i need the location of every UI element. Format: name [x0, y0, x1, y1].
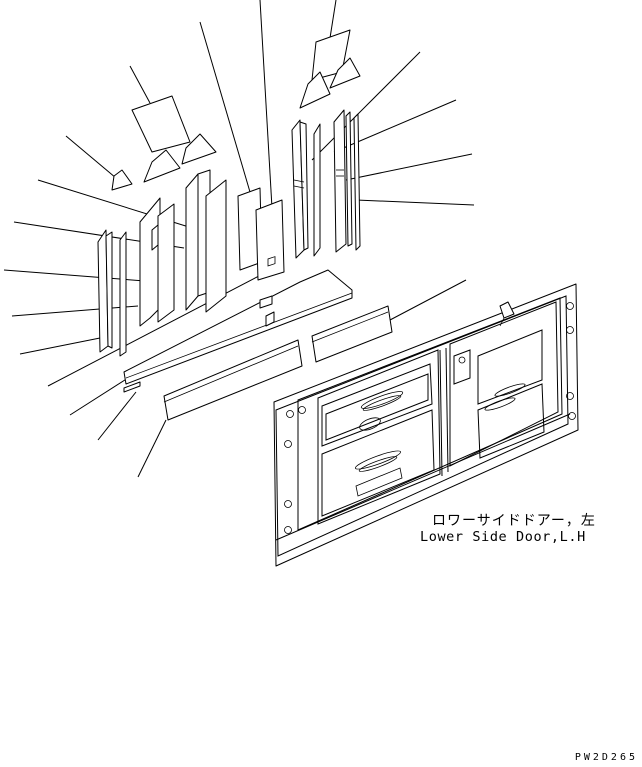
caption-english: Lower Side Door,L.H: [420, 529, 586, 545]
block-pads: [163, 305, 393, 421]
right-latch: [484, 383, 526, 411]
bolt-holes: [284, 302, 576, 534]
flat-pads: [237, 187, 285, 281]
caption-japanese: ロワーサイドドアー，左: [432, 513, 596, 529]
corner-block-set-right: [299, 29, 361, 109]
corner-block-set-left: [111, 95, 217, 191]
vertical-panel-group-left: [97, 169, 227, 357]
upper-latch: [359, 391, 404, 431]
sill-strip: [123, 269, 353, 393]
lower-latch: [355, 450, 403, 497]
leader-lines: [3, 0, 475, 478]
drawing-code: PW2D265: [574, 752, 638, 763]
lower-side-door: [273, 283, 579, 567]
vertical-strip-group-right: [291, 109, 361, 259]
